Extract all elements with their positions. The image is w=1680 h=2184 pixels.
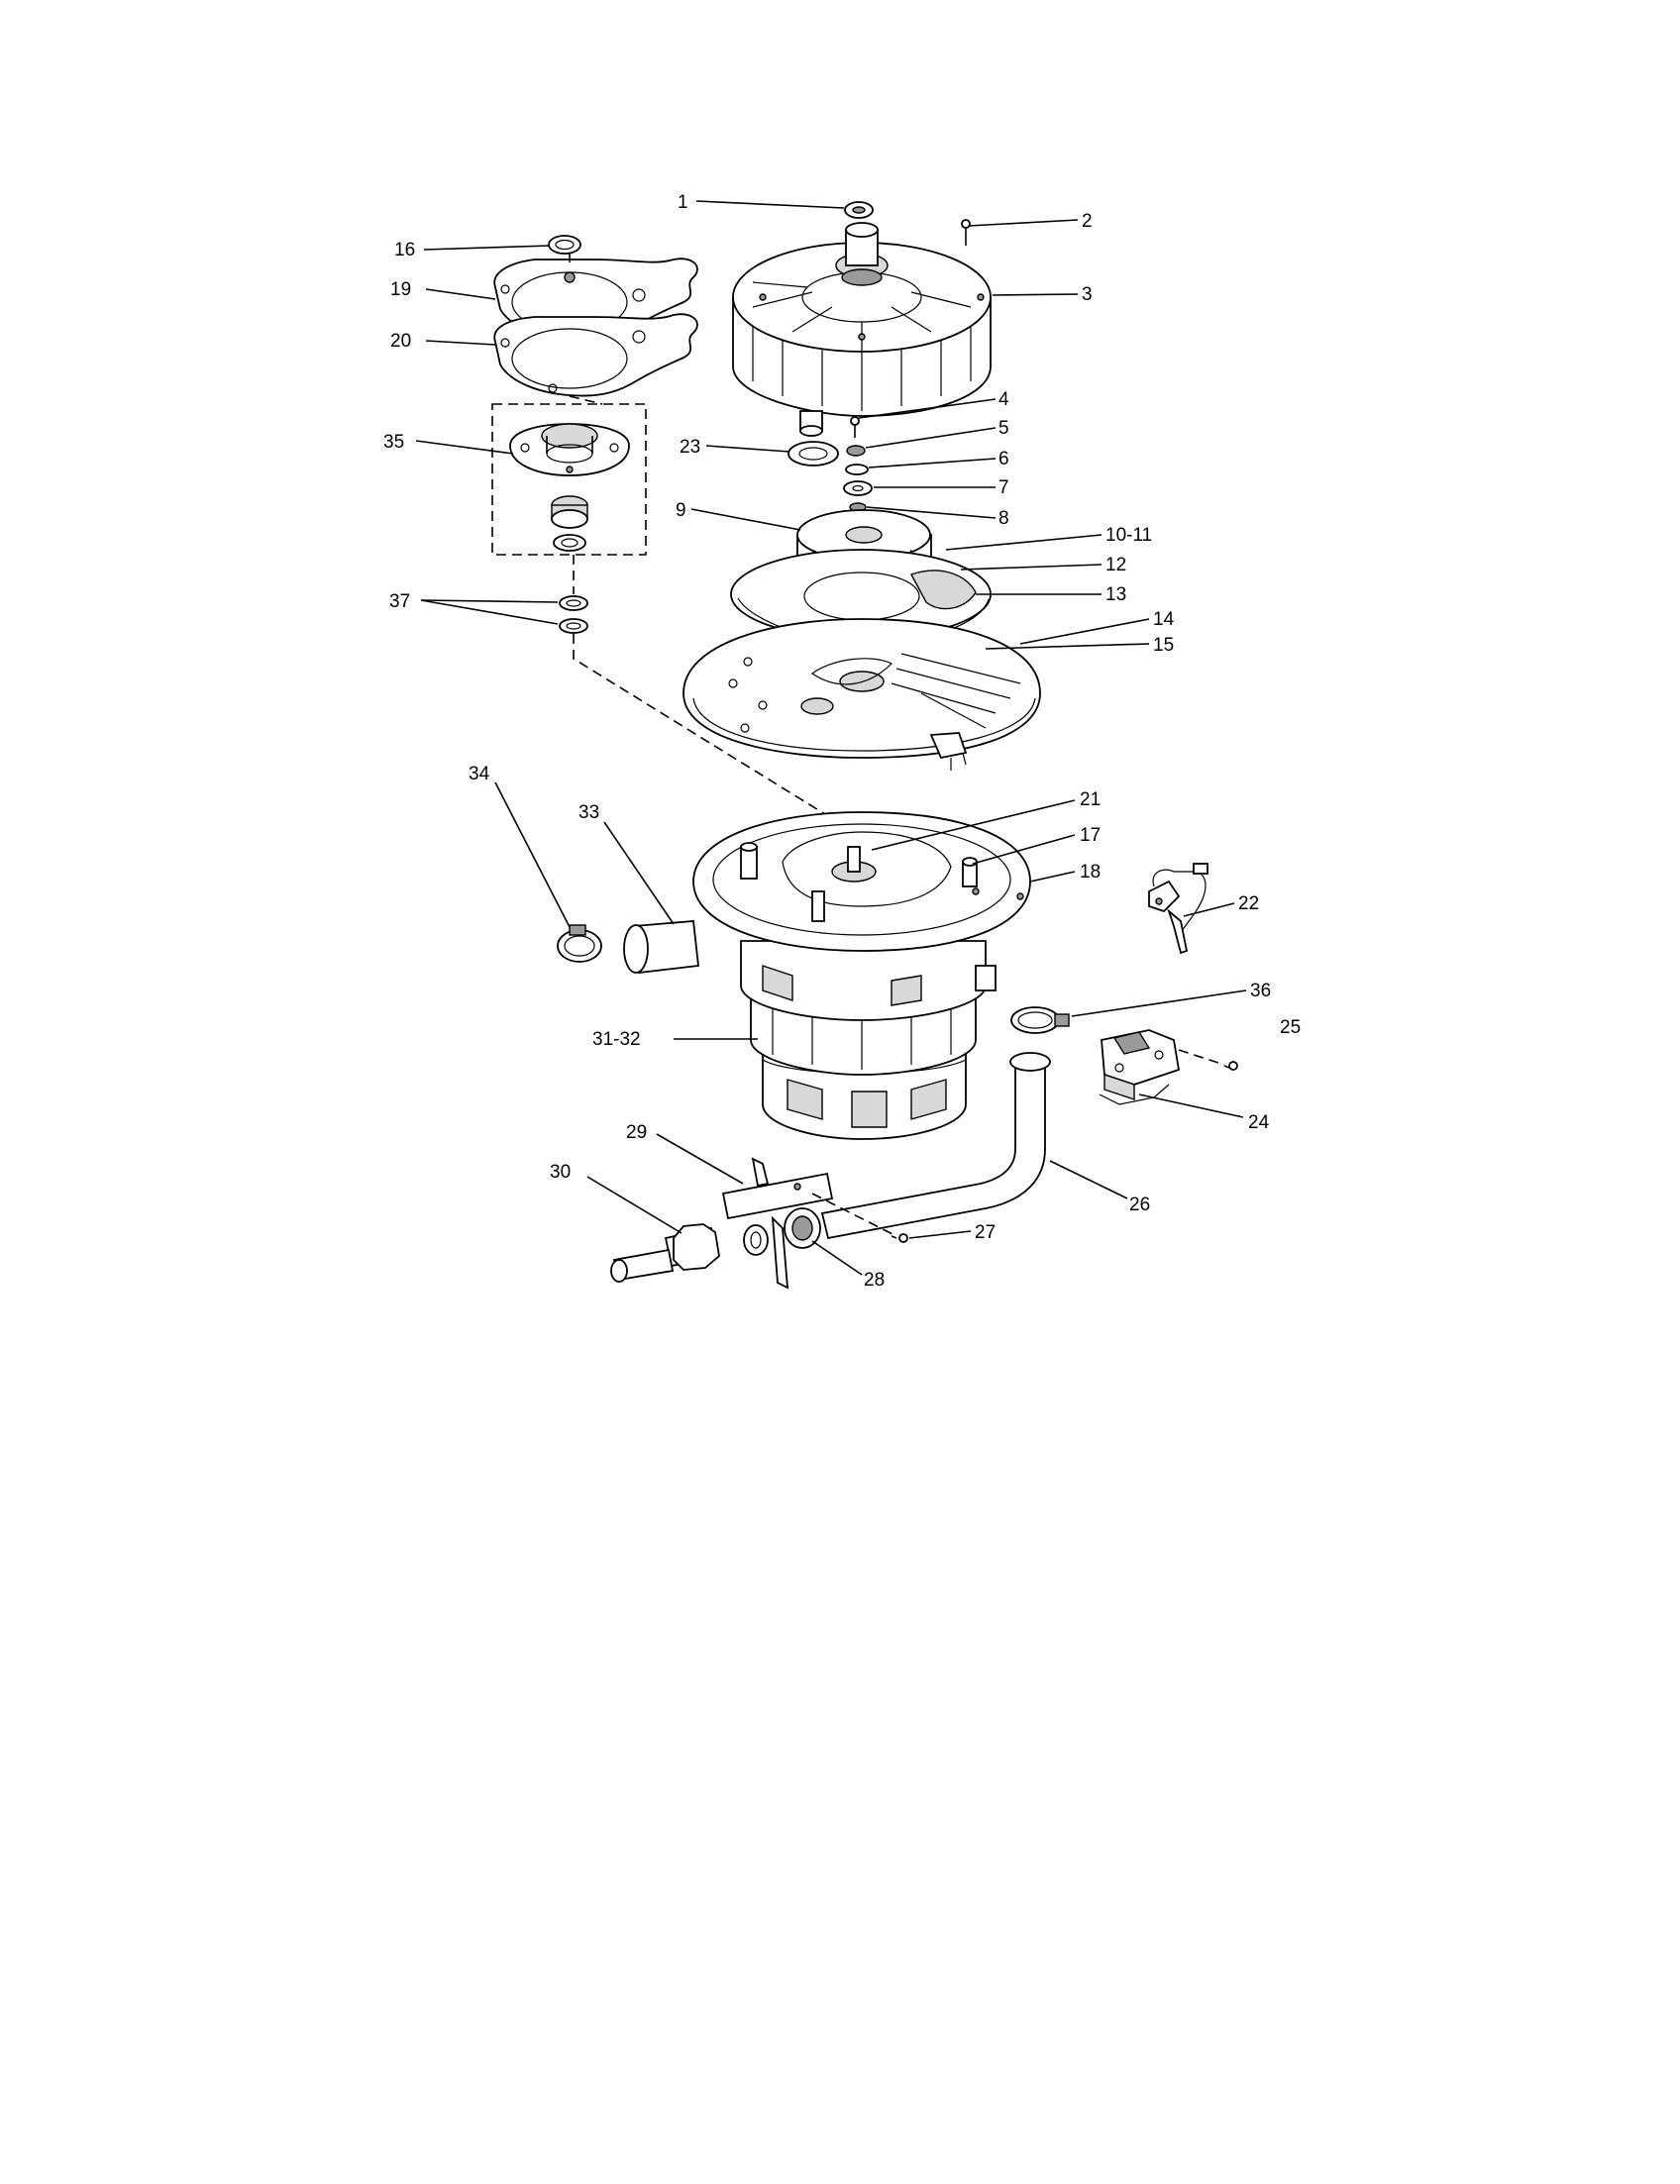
callout-24: 24 [1248, 1112, 1270, 1133]
callout-20: 20 [390, 331, 411, 352]
screw-25 [1223, 1061, 1238, 1071]
callout-21: 21 [1080, 789, 1101, 810]
washer-23 [788, 441, 839, 467]
callout-34: 34 [469, 764, 490, 784]
nut-5 [846, 445, 866, 457]
callout-30: 30 [550, 1162, 571, 1183]
callout-12: 12 [1105, 555, 1126, 575]
washer-6 [845, 464, 869, 475]
clamp-36 [1010, 1006, 1070, 1034]
callout-28: 28 [864, 1270, 885, 1291]
drain-hose-26 [820, 1052, 1051, 1240]
callout-7: 7 [998, 477, 1009, 498]
screw-4 [850, 416, 860, 438]
callout-8: 8 [998, 508, 1009, 529]
callout-36: 36 [1250, 981, 1271, 1001]
callout-31-32: 31-32 [592, 1029, 641, 1050]
callout-19: 19 [390, 279, 411, 300]
screw-2 [961, 219, 971, 246]
seal-kit-box-35 [491, 403, 647, 556]
screw-27 [891, 1233, 908, 1243]
pump-base-assembly [692, 811, 1031, 1140]
hose-clamp-34 [557, 924, 602, 963]
leader-lines [415, 200, 1247, 1276]
inlet-hose-33 [623, 920, 699, 974]
callout-37: 37 [389, 591, 410, 612]
callout-3: 3 [1082, 284, 1093, 305]
callout-27: 27 [975, 1222, 996, 1243]
motor-cover-3 [732, 222, 992, 437]
check-valve-30 [610, 1223, 769, 1283]
callout-18: 18 [1080, 862, 1101, 883]
callout-26: 26 [1129, 1195, 1150, 1215]
bracket-29 [721, 1157, 834, 1290]
thermostat-24 [1099, 1029, 1181, 1105]
callout-22: 22 [1238, 893, 1259, 914]
callout-1: 1 [678, 192, 688, 213]
drain-fitting-28 [784, 1207, 821, 1249]
callout-25: 25 [1280, 1017, 1301, 1038]
callout-14: 14 [1153, 609, 1175, 630]
gasket-20 [493, 313, 698, 397]
o-rings-37 [559, 595, 588, 634]
callout-33: 33 [578, 802, 599, 823]
sump-cover-14 [682, 618, 1041, 771]
callout-labels: 1 2 3 4 5 6 7 8 9 10-11 12 13 14 15 16 1… [383, 192, 1301, 1291]
callout-10-11: 10-11 [1105, 525, 1152, 546]
washer-7 [843, 480, 873, 496]
callout-13: 13 [1105, 584, 1126, 605]
heater-terminal-22 [1148, 863, 1208, 955]
callout-9: 9 [676, 500, 686, 521]
nut-1 [844, 201, 874, 219]
callout-17: 17 [1080, 825, 1101, 846]
seal-bushing [551, 495, 588, 529]
callout-15: 15 [1153, 635, 1174, 656]
callout-23: 23 [680, 437, 700, 458]
seal-ring-16 [548, 235, 581, 255]
callout-6: 6 [998, 449, 1009, 469]
callout-29: 29 [626, 1122, 647, 1143]
callout-35: 35 [383, 432, 404, 453]
seal-washer [553, 534, 586, 552]
callout-2: 2 [1082, 211, 1093, 232]
callout-5: 5 [998, 418, 1009, 439]
callout-16: 16 [394, 240, 415, 260]
seal-housing-35 [509, 423, 630, 476]
callout-4: 4 [998, 389, 1009, 410]
